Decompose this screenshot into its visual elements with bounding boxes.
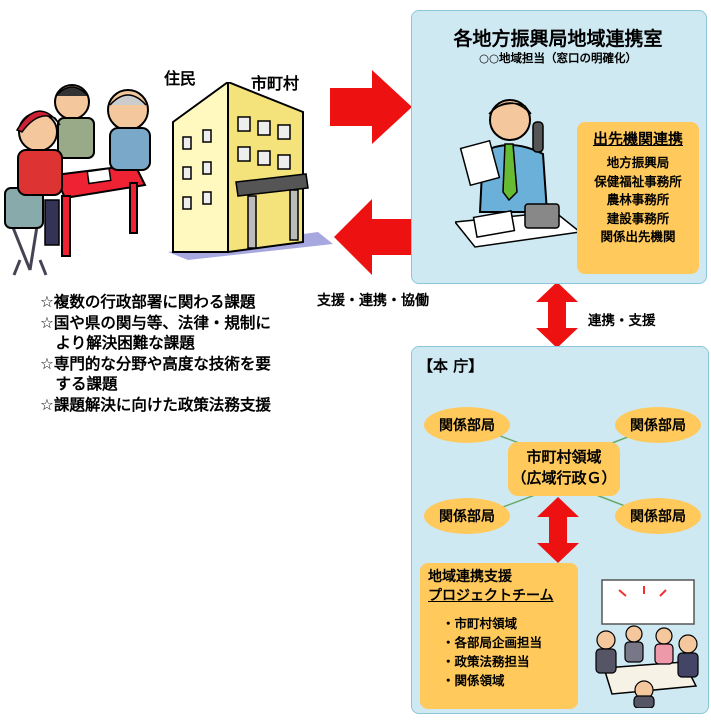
regional-office-title: 各地方振興局地域連携室 bbox=[453, 28, 663, 50]
dept-oval-bottom-right: 関係部局 bbox=[615, 498, 701, 534]
support-label: 支援・連携・協働 bbox=[317, 293, 429, 309]
issues-list: ☆複数の行政部署に関わる課題 ☆国や県の関与等、法律・規制に より解決困難な課題… bbox=[40, 292, 271, 415]
issue-line: ☆複数の行政部署に関わる課題 bbox=[40, 293, 256, 311]
branch-office-item: 地方振興局 bbox=[606, 155, 670, 170]
vertical-double-arrow bbox=[536, 282, 578, 348]
project-team-box: 地域連携支援 プロジェクトチーム ・市町村領域 ・各部局企画担当 ・政策法務担当… bbox=[420, 563, 578, 709]
residents-label: 住民 bbox=[164, 69, 197, 88]
issue-line: より解決困難な課題 bbox=[40, 334, 195, 352]
right-arrow bbox=[330, 70, 412, 144]
branch-office-item: 保健福祉事務所 bbox=[594, 173, 682, 189]
project-team-list: ・市町村領域 ・各部局企画担当 ・政策法務担当 ・関係領域 bbox=[428, 614, 570, 690]
municipal-area-box: 市町村領域 （広域行政Ｇ） bbox=[508, 442, 620, 496]
cooperation-support-label: 連携・支援 bbox=[588, 313, 656, 329]
project-team-item: ・市町村領域 bbox=[442, 616, 518, 631]
issue-line: ☆課題解決に向けた政策法務支援 bbox=[40, 395, 271, 414]
project-team-item: ・各部局企画担当 bbox=[442, 635, 543, 650]
dept-oval-bottom-left: 関係部局 bbox=[424, 498, 510, 534]
issue-line: する課題 bbox=[40, 375, 118, 393]
branch-offices-title: 出先機関連携 bbox=[592, 130, 683, 148]
inner-vertical-double-arrow bbox=[537, 497, 579, 563]
project-team-title-line1: 地域連携支援 bbox=[428, 569, 512, 585]
headquarters-label: 【本 庁】 bbox=[418, 357, 484, 375]
municipal-area-subtitle: （広域行政Ｇ） bbox=[511, 469, 617, 487]
branch-office-item: 建設事務所 bbox=[606, 210, 670, 226]
regional-office-subtitle: ○○地域担当（窓口の明確化） bbox=[478, 51, 638, 65]
branch-offices-list: 地方振興局 保健福祉事務所 農林事務所 建設事務所 関係出先機関 bbox=[577, 154, 699, 247]
issue-line: ☆国や県の関与等、法律・規制に bbox=[40, 313, 271, 332]
project-team-item: ・政策法務担当 bbox=[442, 654, 530, 669]
team-meeting-illustration bbox=[595, 579, 699, 708]
municipality-label: 市町村 bbox=[251, 74, 300, 93]
project-team-title-line2: プロジェクトチーム bbox=[428, 588, 554, 604]
branch-office-item: 農林事務所 bbox=[606, 192, 670, 207]
project-team-item: ・関係領域 bbox=[442, 673, 505, 688]
municipal-building-illustration bbox=[168, 82, 333, 260]
municipal-area-title: 市町村領域 bbox=[526, 448, 602, 466]
dept-oval-top-right: 関係部局 bbox=[615, 407, 701, 443]
left-arrow bbox=[334, 199, 418, 275]
office-worker-illustration bbox=[455, 99, 580, 248]
branch-offices-box: 出先機関連携 地方振興局 保健福祉事務所 農林事務所 建設事務所 関係出先機関 bbox=[577, 122, 699, 274]
issue-line: ☆専門的な分野や高度な技術を要 bbox=[40, 354, 271, 373]
branch-office-item: 関係出先機関 bbox=[600, 229, 676, 244]
residents-meeting-illustration bbox=[4, 84, 151, 276]
dept-oval-top-left: 関係部局 bbox=[424, 407, 510, 443]
